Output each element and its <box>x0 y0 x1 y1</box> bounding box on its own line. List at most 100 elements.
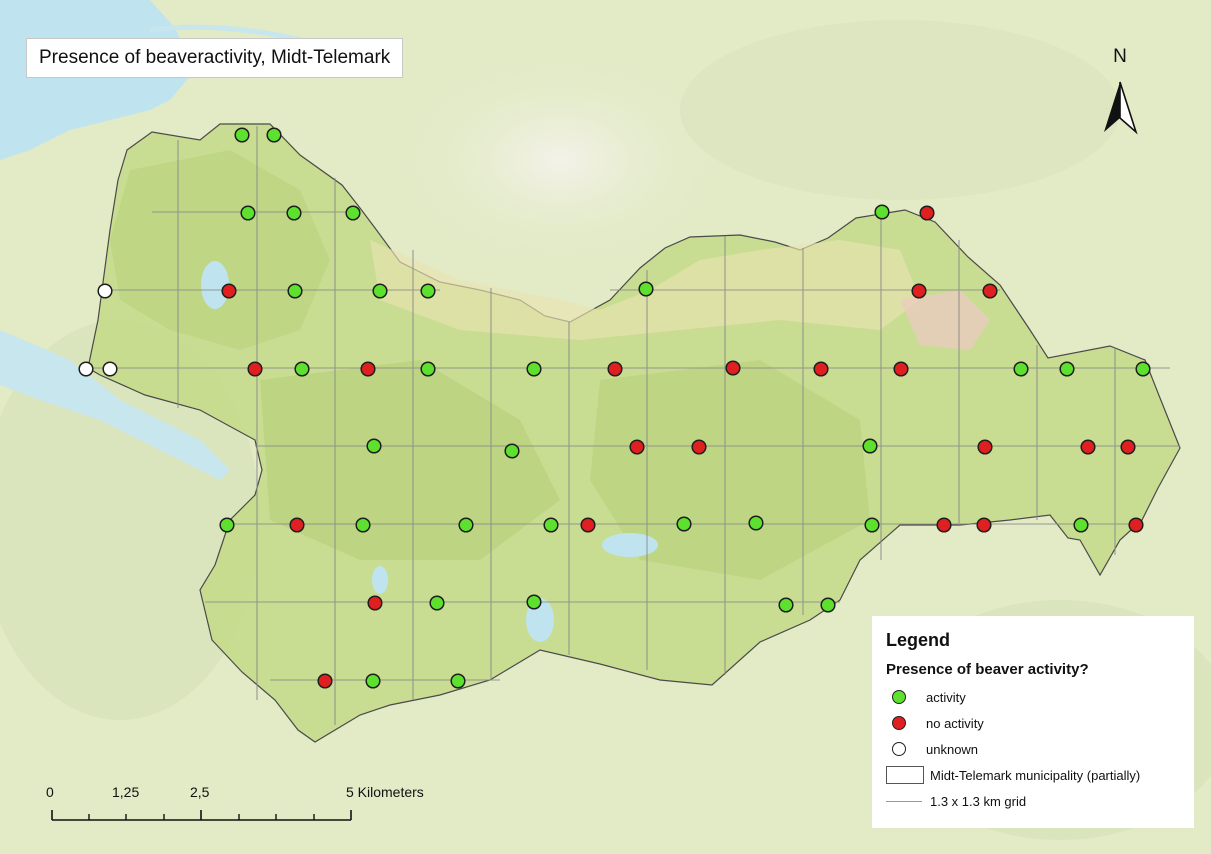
legend-item-activity: activity <box>886 684 1180 710</box>
scale-bar: 0 1,25 2,5 5 Kilometers <box>40 784 424 824</box>
map-title: Presence of beaveractivity, Midt-Telemar… <box>26 38 404 78</box>
point-no-activity[interactable] <box>919 205 935 221</box>
point-no-activity[interactable] <box>580 517 596 533</box>
legend-item-no-activity: no activity <box>886 710 1180 736</box>
point-activity[interactable] <box>366 438 382 454</box>
point-activity[interactable] <box>1013 361 1029 377</box>
point-activity[interactable] <box>420 283 436 299</box>
point-activity[interactable] <box>1135 361 1151 377</box>
point-activity[interactable] <box>450 673 466 689</box>
scale-label-1-25: 1,25 <box>112 784 140 800</box>
legend: Legend Presence of beaver activity? acti… <box>872 616 1194 828</box>
point-activity[interactable] <box>355 517 371 533</box>
legend-label: 1.3 x 1.3 km grid <box>930 793 1027 809</box>
point-no-activity[interactable] <box>977 439 993 455</box>
point-no-activity[interactable] <box>982 283 998 299</box>
scale-label-0: 0 <box>46 784 54 800</box>
point-activity[interactable] <box>365 673 381 689</box>
point-activity[interactable] <box>748 515 764 531</box>
lake <box>201 261 229 309</box>
basemap-hill <box>390 50 730 270</box>
point-no-activity[interactable] <box>367 595 383 611</box>
urban-area <box>900 290 990 350</box>
lake <box>602 533 658 557</box>
north-label: N <box>1113 46 1127 67</box>
polygon-swatch-icon <box>886 766 924 784</box>
basemap-hill <box>680 20 1120 200</box>
survey-points <box>78 127 1151 689</box>
legend-label: Midt-Telemark municipality (partially) <box>930 767 1141 783</box>
scale-bar-ruler <box>51 810 352 821</box>
point-activity[interactable] <box>420 361 436 377</box>
point-activity[interactable] <box>862 438 878 454</box>
point-activity[interactable] <box>864 517 880 533</box>
legend-label: no activity <box>926 715 984 731</box>
settlement-area <box>370 240 920 340</box>
point-activity[interactable] <box>286 205 302 221</box>
point-activity[interactable] <box>240 205 256 221</box>
activity-dot-icon <box>892 690 906 704</box>
point-no-activity[interactable] <box>936 517 952 533</box>
point-activity[interactable] <box>429 595 445 611</box>
point-activity[interactable] <box>504 443 520 459</box>
scale-label-2-5: 2,5 <box>190 784 210 800</box>
point-no-activity[interactable] <box>289 517 305 533</box>
point-no-activity[interactable] <box>607 361 623 377</box>
scale-label-5-km: 5 Kilometers <box>346 784 424 800</box>
point-activity[interactable] <box>543 517 559 533</box>
point-no-activity[interactable] <box>247 361 263 377</box>
grid-lines <box>88 126 1180 725</box>
legend-label: unknown <box>926 741 979 757</box>
point-activity[interactable] <box>345 205 361 221</box>
point-no-activity[interactable] <box>893 361 909 377</box>
unknown-dot-icon <box>892 742 906 756</box>
no-activity-dot-icon <box>892 716 906 730</box>
point-activity[interactable] <box>778 597 794 613</box>
legend-label: activity <box>926 689 966 705</box>
legend-subtitle: Presence of beaver activity? <box>886 661 1089 678</box>
point-activity[interactable] <box>458 517 474 533</box>
point-no-activity[interactable] <box>1080 439 1096 455</box>
lake <box>0 330 230 480</box>
point-activity[interactable] <box>638 281 654 297</box>
point-activity[interactable] <box>1059 361 1075 377</box>
grid-line-swatch-icon <box>886 800 922 802</box>
point-activity[interactable] <box>676 516 692 532</box>
point-no-activity[interactable] <box>221 283 237 299</box>
point-activity[interactable] <box>287 283 303 299</box>
forest-patch <box>590 360 870 580</box>
point-activity[interactable] <box>219 517 235 533</box>
point-activity[interactable] <box>820 597 836 613</box>
north-arrow-icon <box>1104 81 1138 135</box>
lake <box>372 566 388 594</box>
point-no-activity[interactable] <box>1120 439 1136 455</box>
point-activity[interactable] <box>372 283 388 299</box>
point-unknown[interactable] <box>97 283 113 299</box>
point-activity[interactable] <box>1073 517 1089 533</box>
point-activity[interactable] <box>526 361 542 377</box>
point-no-activity[interactable] <box>629 439 645 455</box>
point-unknown[interactable] <box>102 361 118 377</box>
legend-title: Legend <box>886 630 951 650</box>
forest-patch <box>110 150 330 350</box>
point-activity[interactable] <box>294 361 310 377</box>
point-no-activity[interactable] <box>691 439 707 455</box>
point-no-activity[interactable] <box>911 283 927 299</box>
basemap-hill <box>0 320 260 720</box>
point-no-activity[interactable] <box>317 673 333 689</box>
point-no-activity[interactable] <box>976 517 992 533</box>
point-activity[interactable] <box>874 204 890 220</box>
legend-item-grid: 1.3 x 1.3 km grid <box>886 788 1180 814</box>
legend-item-municipality: Midt-Telemark municipality (partially) <box>886 762 1180 788</box>
point-no-activity[interactable] <box>725 360 741 376</box>
point-no-activity[interactable] <box>360 361 376 377</box>
point-activity[interactable] <box>266 127 282 143</box>
legend-item-unknown: unknown <box>886 736 1180 762</box>
point-unknown[interactable] <box>78 361 94 377</box>
point-no-activity[interactable] <box>1128 517 1144 533</box>
point-activity[interactable] <box>234 127 250 143</box>
north-arrow: N <box>1100 46 1140 138</box>
point-no-activity[interactable] <box>813 361 829 377</box>
point-activity[interactable] <box>526 594 542 610</box>
